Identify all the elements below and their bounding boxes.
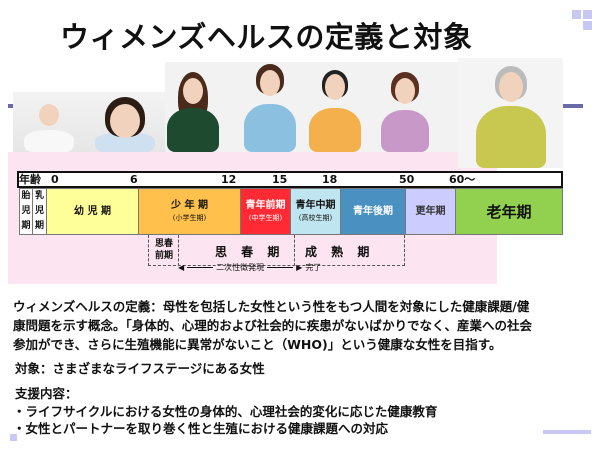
target-text: 対象：さまざまなライフステージにある女性 <box>15 361 265 376</box>
stage-label: 少 年 期 <box>171 199 208 211</box>
age-timeline-bar: 年齢 0 6 12 15 18 50 60～ <box>17 171 563 188</box>
arrow-left-icon: ◀ <box>178 263 185 272</box>
decor-line <box>543 430 591 434</box>
stage-sublabel: (高校生期) <box>298 213 333 222</box>
stage-mid-youth: 青年中期 (高校生期) <box>290 188 341 235</box>
period-box <box>148 235 405 266</box>
period-maturity: 成 熟 期 <box>305 245 375 259</box>
arrow-line <box>267 267 294 268</box>
decor-square <box>583 21 592 30</box>
stage-elderly: 老年期 <box>455 188 563 235</box>
period-divider <box>294 235 295 266</box>
stage-fetal: 胎児期 <box>19 188 33 235</box>
secondary-sex-label: 二次性徴発現 <box>216 263 265 272</box>
period-pre-puberty: 思春前期 <box>154 239 173 261</box>
stage-label: 乳児期 <box>34 191 44 231</box>
stage-sublabel: (中学生期) <box>248 213 283 222</box>
age-tick: 6 <box>130 173 138 186</box>
photo-baby <box>13 92 85 152</box>
decor-square <box>583 10 592 19</box>
stage-late-youth: 青年後期 <box>340 188 406 235</box>
page-title: ウィメンズヘルスの定義と対象 <box>60 20 473 54</box>
decor-square <box>572 10 581 19</box>
stage-childhood: 少 年 期 (小学生期) <box>138 188 241 235</box>
stage-sublabel: (小学生期) <box>172 213 207 222</box>
stage-label: 老年期 <box>486 202 532 221</box>
stage-label: 青年前期 <box>245 199 286 211</box>
age-label: 年齢 <box>19 173 41 186</box>
age-tick: 15 <box>272 173 288 186</box>
period-puberty: 思 春 期 <box>215 245 285 259</box>
support-item: ・ライフサイクルにおける女性の身体的、心理社会的変化に応じた健康教育 <box>13 404 438 419</box>
complete-label: 完了 <box>305 263 322 272</box>
stage-label: 胎児期 <box>21 191 31 231</box>
period-divider <box>178 235 179 266</box>
age-tick: 60～ <box>449 173 476 186</box>
stage-label: 更年期 <box>415 205 446 217</box>
arrow-right-icon: ▶ <box>296 263 303 272</box>
age-tick: 50 <box>399 173 415 186</box>
definition-line: 参加ができ、さらに生殖機能に異常がないこと（WHO)」という健康な女性を目指す。 <box>13 337 502 352</box>
secondary-sex-arrow: ◀ 二次性徴発現 ▶ 完了 <box>178 262 321 273</box>
stage-toddler: 幼 児 期 <box>46 188 139 235</box>
age-tick: 12 <box>221 173 237 186</box>
support-heading: 支援内容： <box>15 386 78 401</box>
photo-child <box>85 92 165 152</box>
stage-early-youth: 青年前期 (中学生期) <box>240 188 291 235</box>
photo-elderly <box>458 58 563 168</box>
support-item: ・女性とパートナーを取り巻く性と生殖における健康課題への対応 <box>13 421 389 436</box>
decor-line <box>563 104 583 108</box>
arrow-line <box>187 267 214 268</box>
definition-line: 康問題を示す概念。「身体的、心理的および社会的に疾患がないばかりでなく、産業への… <box>13 318 533 333</box>
stage-label: 青年後期 <box>353 205 393 217</box>
photo-women-group <box>165 62 458 152</box>
age-tick: 0 <box>51 173 59 186</box>
age-tick: 18 <box>322 173 338 186</box>
stage-infant: 乳児期 <box>32 188 47 235</box>
decor-line <box>8 104 13 108</box>
definition-line: ウィメンズヘルスの定義：母性を包括した女性という性をもつ人間を対象にした健康課題… <box>13 299 530 314</box>
stage-menopause: 更年期 <box>405 188 456 235</box>
stage-label: 幼 児 期 <box>74 205 111 217</box>
decor-square <box>10 434 17 441</box>
stage-label: 青年中期 <box>295 199 336 211</box>
